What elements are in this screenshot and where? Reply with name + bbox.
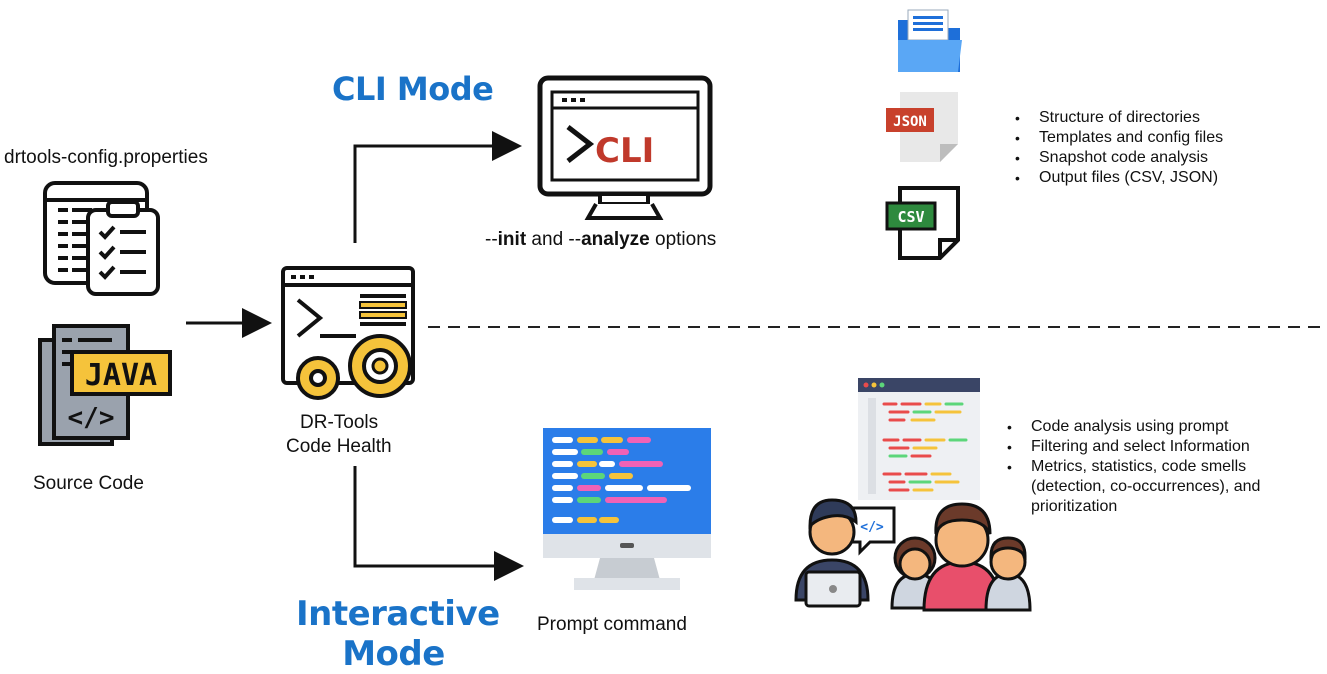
config-file-label: drtools-config.properties <box>4 147 208 168</box>
tool-label-line2: Code Health <box>286 436 392 457</box>
java-icon-text: JAVA <box>85 358 157 393</box>
tool-label-line1: DR-Tools <box>300 412 379 433</box>
interactive-output-list: Code analysis using prompt Filtering and… <box>1003 417 1303 517</box>
json-icon-text: JSON <box>893 114 927 130</box>
svg-text:</>: </> <box>68 403 115 433</box>
interactive-mode-title-line2: Mode <box>342 634 445 674</box>
cli-options-text: --init and --analyze options <box>485 229 717 250</box>
source-code-label: Source Code <box>33 473 144 494</box>
list-item: Code analysis using prompt <box>1003 417 1303 437</box>
cli-output-list: Structure of directories Templates and c… <box>1011 108 1223 188</box>
interactive-mode-title-line1: Interactive <box>296 594 500 634</box>
list-item: Output files (CSV, JSON) <box>1011 168 1223 188</box>
list-item: Templates and config files <box>1011 128 1223 148</box>
list-item: Filtering and select Information <box>1003 437 1303 457</box>
arrow-tool-to-interactive <box>353 466 524 581</box>
csv-icon-text: CSV <box>897 208 924 226</box>
cli-icon-text: CLI <box>595 131 654 171</box>
list-item: Metrics, statistics, code smells (detect… <box>1003 457 1321 517</box>
svg-text:</>: </> <box>860 520 884 535</box>
prompt-command-label: Prompt command <box>537 614 687 635</box>
list-item: Structure of directories <box>1011 108 1223 128</box>
cli-mode-title: CLI Mode <box>332 70 494 108</box>
arrow-tool-to-cli <box>353 131 522 243</box>
list-item: Snapshot code analysis <box>1011 148 1223 168</box>
